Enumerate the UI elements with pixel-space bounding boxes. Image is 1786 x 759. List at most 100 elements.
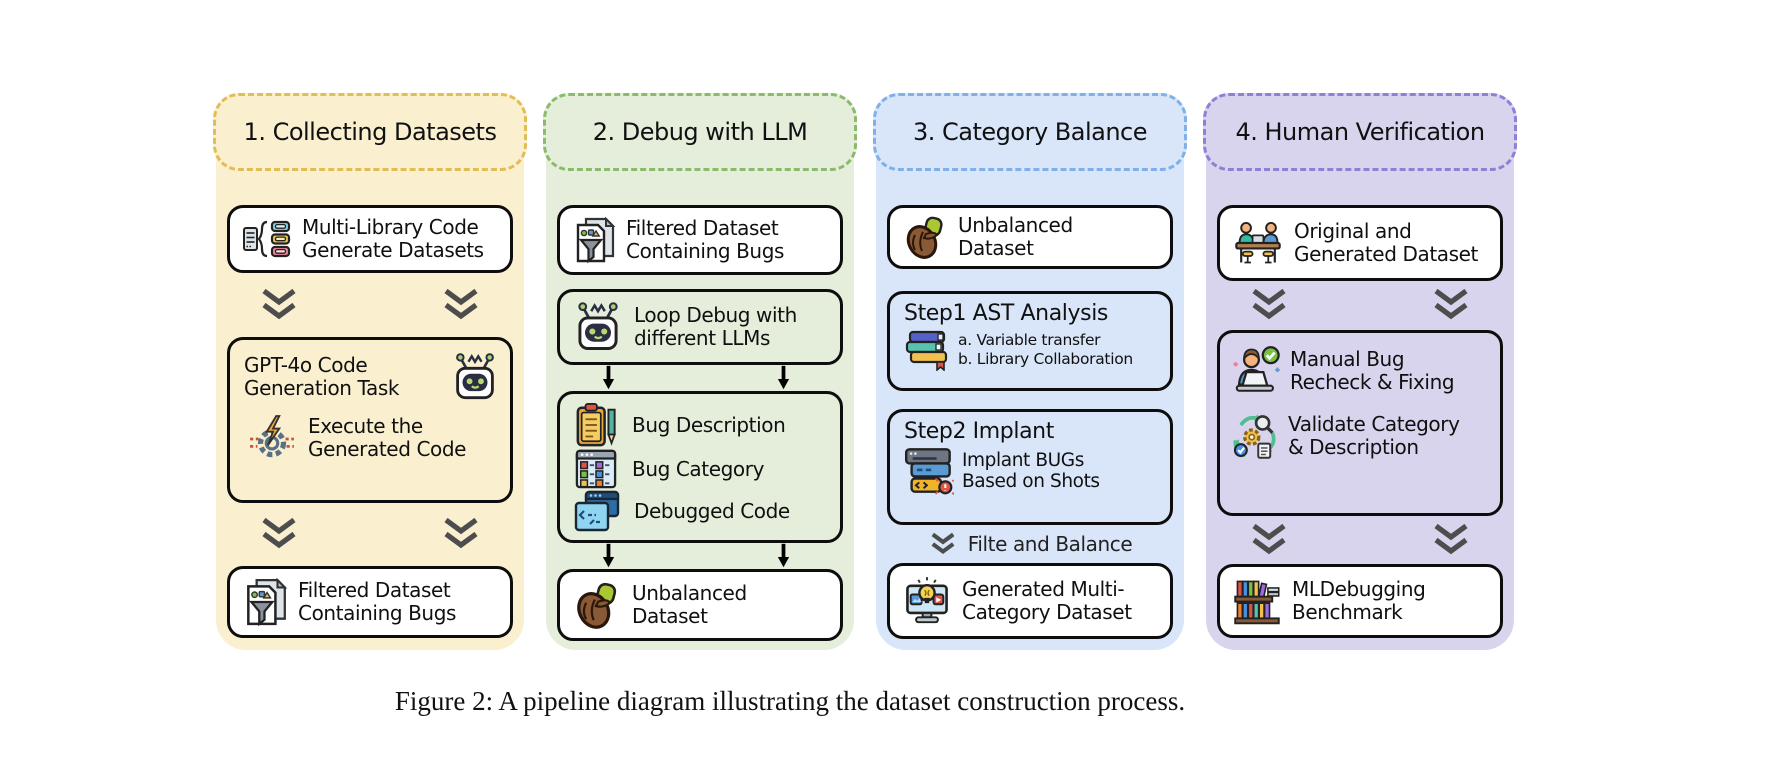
filter-balance-connector: Filte and Balance bbox=[887, 527, 1173, 561]
column-body: Unbalanced Dataset Step1 AST Analysis bbox=[887, 205, 1173, 639]
box-label: Unbalanced Dataset bbox=[958, 214, 1073, 260]
box-label: Generated Multi- Category Dataset bbox=[962, 578, 1132, 624]
flow-connector bbox=[1217, 516, 1503, 565]
stage-header-collecting: 1. Collecting Datasets bbox=[213, 93, 527, 171]
output-label: Bug Description bbox=[632, 413, 786, 437]
box-label: Filtered Dataset Containing Bugs bbox=[626, 217, 784, 263]
output-row-bug-category: Bug Category bbox=[574, 448, 832, 490]
box-label: Unbalanced Dataset bbox=[632, 582, 747, 628]
box-step1-ast-analysis: Step1 AST Analysis a. Variable transfer … bbox=[887, 291, 1173, 391]
stage-category-balance: 3. Category Balance Unbalanced Dataset S… bbox=[873, 93, 1187, 650]
box-label-line: Generate Datasets bbox=[302, 238, 484, 262]
nut-dataset-icon bbox=[906, 216, 943, 259]
double-chevron-down-icon bbox=[1434, 289, 1468, 320]
step2-content-row: Implant BUGs Based on Shots bbox=[904, 447, 1100, 495]
robot-icon bbox=[456, 352, 494, 399]
implant-bugs-icon bbox=[904, 448, 954, 495]
stage-debug-with-llm: 2. Debug with LLM Filtered Dataset Conta… bbox=[543, 93, 857, 650]
nut-dataset-icon bbox=[577, 582, 617, 629]
flow-connector bbox=[1217, 281, 1503, 330]
stage-header-balance: 3. Category Balance bbox=[873, 93, 1187, 171]
box-label-line: Containing Bugs bbox=[626, 239, 785, 263]
double-chevron-down-icon bbox=[444, 288, 478, 319]
box-label-line: Generated Code bbox=[308, 436, 467, 461]
box-gpt4o-generation: GPT-4o Code Generation Task bbox=[227, 336, 513, 503]
box-label: Multi-Library Code Generate Datasets bbox=[302, 216, 484, 262]
filter-dataset-icon bbox=[576, 216, 616, 264]
step1-item-a: a. Variable transfer bbox=[958, 330, 1101, 349]
double-chevron-down-icon bbox=[262, 288, 296, 319]
box-label: Filtered Dataset Containing Bugs bbox=[298, 579, 456, 625]
box-label: Manual Bug Recheck & Fixing bbox=[1290, 347, 1455, 394]
arrow-down-icon bbox=[602, 365, 615, 390]
box-label-line: Generated Multi- bbox=[962, 577, 1125, 601]
recheck-row: Manual Bug Recheck & Fixing bbox=[1230, 345, 1492, 397]
box-label-line: Execute the bbox=[308, 413, 423, 438]
arrow-down-icon bbox=[602, 543, 615, 568]
double-chevron-down-icon bbox=[1252, 523, 1286, 554]
flow-connector bbox=[557, 365, 843, 391]
output-row-debugged-code: Debugged Code bbox=[574, 490, 832, 532]
arrow-down-icon bbox=[777, 543, 790, 568]
step1-items: a. Variable transfer b. Library Collabor… bbox=[958, 331, 1133, 370]
box-label-line: different LLMs bbox=[634, 326, 770, 350]
box-label-line: Original and bbox=[1294, 219, 1412, 243]
flow-connector bbox=[557, 543, 843, 569]
box-label-line: Validate Category bbox=[1288, 411, 1460, 436]
people-desk-icon bbox=[1235, 221, 1281, 264]
box-label-line: Generated Dataset bbox=[1294, 242, 1478, 266]
box-generated-dataset: Generated Multi- Category Dataset bbox=[887, 563, 1173, 639]
stage-header-label: 1. Collecting Datasets bbox=[243, 118, 497, 146]
box-unbalanced-dataset: Unbalanced Dataset bbox=[557, 569, 843, 641]
box-label-line: Filtered Dataset bbox=[626, 216, 779, 240]
box-label: Execute the Generated Code bbox=[308, 413, 467, 461]
output-row-bug-description: Bug Description bbox=[574, 402, 832, 448]
bug-category-icon bbox=[575, 449, 617, 489]
double-chevron-down-icon bbox=[262, 518, 296, 549]
box-label-line: GPT-4o Code bbox=[244, 352, 368, 377]
generated-dataset-icon bbox=[906, 577, 948, 624]
column-body: Filtered Dataset Containing Bugs bbox=[557, 205, 843, 641]
box-label-line: Unbalanced bbox=[632, 581, 747, 605]
box-label: Loop Debug with different LLMs bbox=[634, 304, 797, 350]
stage-header-verification: 4. Human Verification bbox=[1203, 93, 1517, 171]
flow-connector bbox=[227, 273, 513, 337]
execute-gear-icon bbox=[250, 414, 294, 457]
output-label: Bug Category bbox=[632, 457, 765, 481]
stage-header-label: 3. Category Balance bbox=[912, 118, 1148, 146]
stage-collecting-datasets: 1. Collecting Datasets bbox=[213, 93, 527, 650]
box-unbalanced-dataset: Unbalanced Dataset bbox=[887, 205, 1173, 269]
box-mldebugging-benchmark: MLDebugging Benchmark bbox=[1217, 564, 1503, 638]
box-label-line: Implant BUGs bbox=[962, 449, 1084, 471]
double-chevron-down-icon bbox=[931, 532, 955, 555]
generation-task-row: GPT-4o Code Generation Task bbox=[244, 352, 500, 402]
box-manual-verification: Manual Bug Recheck & Fixing bbox=[1217, 329, 1503, 516]
box-label-line: Category Dataset bbox=[962, 600, 1132, 624]
box-label-line: Filtered Dataset bbox=[298, 578, 451, 602]
stage-header-label: 2. Debug with LLM bbox=[592, 118, 808, 146]
box-original-generated: Original and Generated Dataset bbox=[1217, 205, 1503, 281]
box-step2-implant: Step2 Implant Im bbox=[887, 409, 1173, 525]
step-title: Step1 AST Analysis bbox=[904, 301, 1108, 326]
double-chevron-down-icon bbox=[444, 518, 478, 549]
box-label-line: Based on Shots bbox=[962, 471, 1100, 492]
filter-dataset-icon bbox=[247, 577, 288, 627]
output-label: Debugged Code bbox=[634, 499, 790, 523]
box-label-line: Generation Task bbox=[244, 375, 400, 400]
box-label: Validate Category & Description bbox=[1288, 411, 1460, 459]
box-label-line: Dataset bbox=[632, 604, 708, 628]
stage-header-label: 4. Human Verification bbox=[1235, 118, 1485, 146]
column-body: Original and Generated Dataset bbox=[1217, 205, 1503, 638]
box-label-line: Containing Bugs bbox=[298, 601, 457, 625]
figure-caption: Figure 2: A pipeline diagram illustratin… bbox=[394, 686, 1186, 716]
box-label-line: Benchmark bbox=[1292, 600, 1403, 624]
multi-library-icon bbox=[243, 220, 291, 258]
box-label-line: Recheck & Fixing bbox=[1290, 369, 1455, 394]
double-chevron-down-icon bbox=[1434, 523, 1468, 554]
box-label: MLDebugging Benchmark bbox=[1292, 578, 1426, 624]
validate-row: Validate Category & Description bbox=[1230, 411, 1492, 461]
stage-human-verification: 4. Human Verification bbox=[1203, 93, 1517, 650]
box-label-line: Loop Debug with bbox=[634, 303, 797, 327]
box-label-line: & Description bbox=[1288, 434, 1419, 459]
